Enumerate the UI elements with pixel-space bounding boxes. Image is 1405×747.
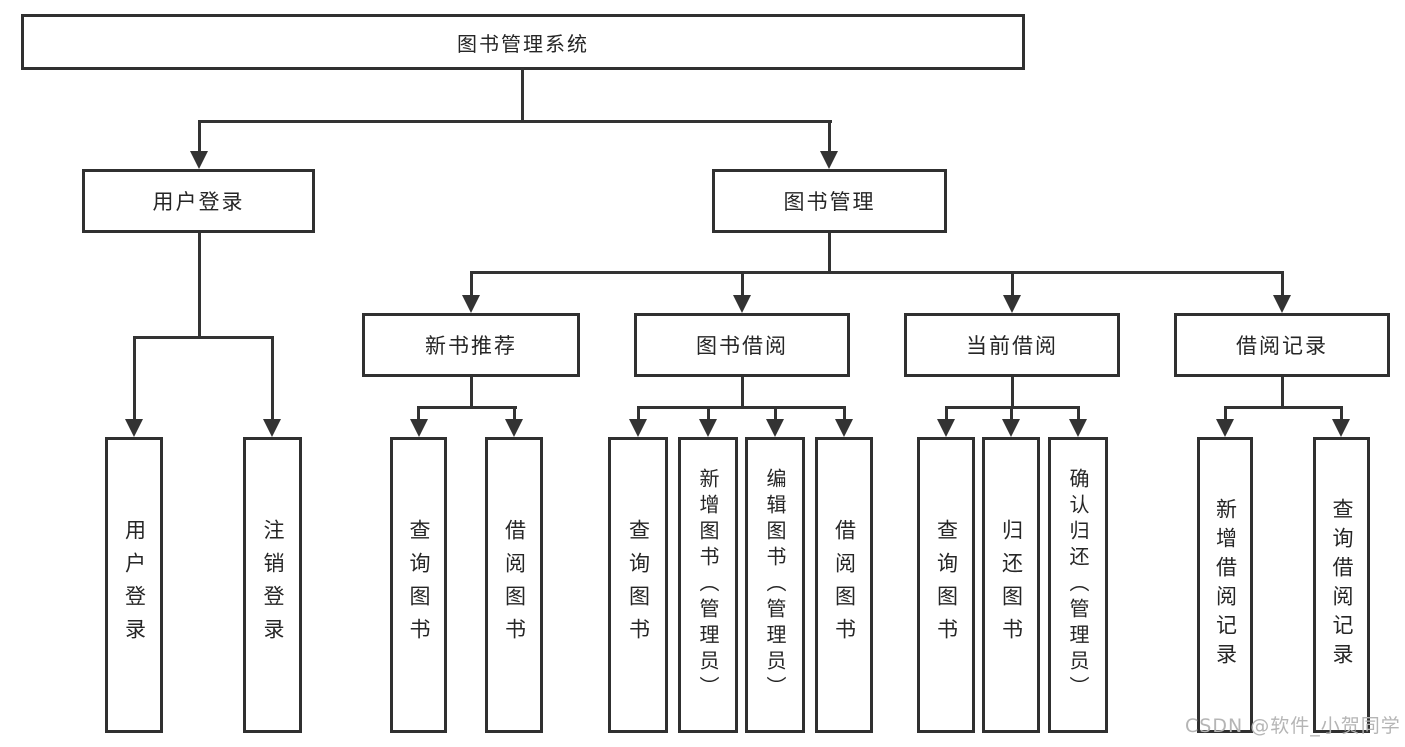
arrowhead-down-icon [937,419,955,437]
connector-line [513,406,516,421]
node-new-book-recommendation: 新书推荐 [362,313,580,377]
connector-line [198,120,832,123]
arrowhead-down-icon [263,419,281,437]
connector-line [1340,406,1343,421]
node-label: 新书推荐 [425,334,517,358]
leaf-label: 新增图书（管理员） [696,468,720,702]
connector-line [417,406,517,409]
leaf-label: 借阅图书 [502,519,527,651]
connector-line [1011,271,1014,297]
leaf-label: 查询借阅记录 [1330,498,1354,672]
connector-line [828,233,831,274]
node-library-management-system: 图书管理系统 [21,14,1025,70]
leaf-label: 用户登录 [122,519,147,651]
leaf-add-books-admin: 新增图书（管理员） [678,437,738,733]
connector-line [521,68,524,123]
connector-line [417,406,420,421]
node-label: 当前借阅 [966,334,1058,358]
node-label: 图书管理系统 [457,31,589,56]
node-book-borrowing: 图书借阅 [634,313,850,377]
arrowhead-down-icon [1332,419,1350,437]
leaf-label: 注销登录 [261,519,285,651]
arrowhead-down-icon [1003,295,1021,313]
arrowhead-down-icon [733,295,751,313]
leaf-edit-books-admin: 编辑图书（管理员） [745,437,805,733]
connector-line [741,271,744,297]
arrowhead-down-icon [820,151,838,169]
leaf-borrow-books: 借阅图书 [815,437,873,733]
node-book-management: 图书管理 [712,169,947,233]
node-label: 图书借阅 [696,334,788,358]
leaf-label: 新增借阅记录 [1213,498,1238,672]
connector-line [637,406,846,409]
connector-line [1010,406,1013,421]
connector-line [1224,406,1343,409]
connector-line [828,120,831,153]
leaf-query-books-current: 查询图书 [917,437,975,733]
leaf-label: 归还图书 [999,519,1024,651]
arrowhead-down-icon [766,419,784,437]
arrowhead-down-icon [410,419,428,437]
arrowhead-down-icon [1216,419,1234,437]
leaf-label: 编辑图书（管理员） [763,468,787,702]
connector-line [707,406,710,421]
connector-line [1281,271,1284,297]
arrowhead-down-icon [629,419,647,437]
arrowhead-down-icon [125,419,143,437]
connector-line [133,336,136,421]
arrowhead-down-icon [1273,295,1291,313]
leaf-label: 借阅图书 [832,519,857,651]
csdn-watermark: CSDN @软件_小贺同学 [1185,715,1401,737]
arrowhead-down-icon [699,419,717,437]
connector-line [470,271,473,297]
connector-line [198,120,201,153]
leaf-logout-login: 注销登录 [243,437,302,733]
node-current-borrowing: 当前借阅 [904,313,1120,377]
connector-line [1281,377,1284,409]
leaf-user-login: 用户登录 [105,437,163,733]
leaf-query-books-borrowing: 查询图书 [608,437,668,733]
connector-line [1011,377,1014,409]
node-label: 图书管理 [783,190,876,214]
connector-line [774,406,777,421]
connector-line [843,406,846,421]
connector-line [271,336,274,421]
arrowhead-down-icon [1069,419,1087,437]
leaf-label: 确认归还（管理员） [1066,468,1090,702]
node-label: 借阅记录 [1236,334,1328,358]
connector-line [741,377,744,409]
arrowhead-down-icon [505,419,523,437]
leaf-add-borrow-record: 新增借阅记录 [1197,437,1253,733]
leaf-label: 查询图书 [407,519,431,651]
connector-line [470,377,473,409]
arrowhead-down-icon [190,151,208,169]
connector-line [1077,406,1080,421]
connector-line [133,336,274,339]
leaf-confirm-return-admin: 确认归还（管理员） [1048,437,1108,733]
node-borrowing-records: 借阅记录 [1174,313,1390,377]
leaf-borrow-books-recommend: 借阅图书 [485,437,543,733]
connector-line [1224,406,1227,421]
node-label: 用户登录 [152,190,245,214]
arrowhead-down-icon [462,295,480,313]
leaf-label: 查询图书 [934,519,959,651]
leaf-query-books-recommend: 查询图书 [390,437,447,733]
connector-line [637,406,640,421]
node-user-login: 用户登录 [82,169,315,233]
connector-line [470,271,1284,274]
arrowhead-down-icon [835,419,853,437]
leaf-return-books: 归还图书 [982,437,1040,733]
connector-line [198,233,201,339]
connector-line [945,406,948,421]
leaf-query-borrow-record: 查询借阅记录 [1313,437,1370,733]
arrowhead-down-icon [1002,419,1020,437]
leaf-label: 查询图书 [626,519,651,651]
